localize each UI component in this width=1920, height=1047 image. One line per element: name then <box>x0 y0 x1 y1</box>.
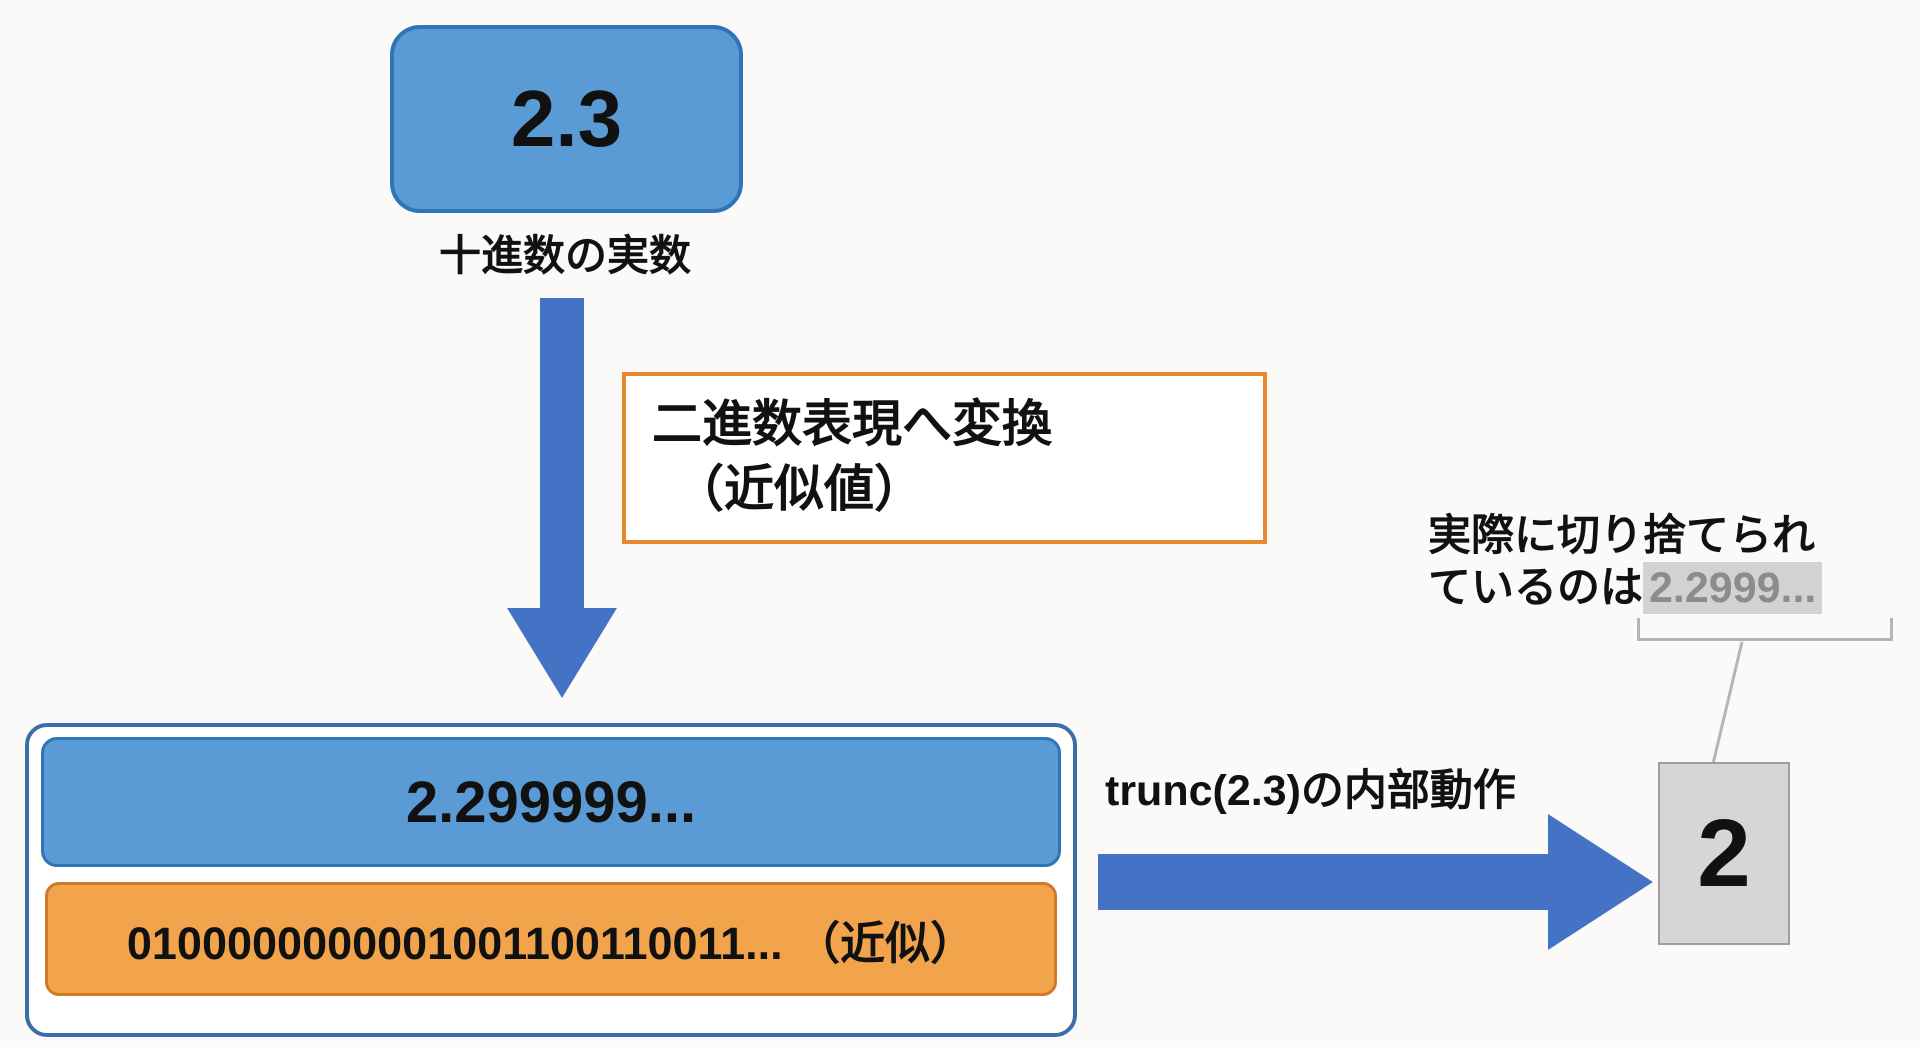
annotation-line1: 実際に切り捨てられ <box>1428 512 1815 560</box>
down-arrow-icon <box>507 298 617 698</box>
bracket-shape <box>1637 618 1893 641</box>
right-arrow-icon <box>1098 814 1653 950</box>
decimal-number-label: 十進数の実数 <box>438 232 691 279</box>
binary-bits-bar: 0100000000001001100110011... （近似） <box>45 882 1057 996</box>
approx-decimal-value: 2.299999... <box>405 769 697 835</box>
truncated-result-box: 2 <box>1658 762 1790 945</box>
approx-decimal-bar: 2.299999... <box>41 737 1061 867</box>
binary-bits-value: 0100000000001001100110011... （近似） <box>126 917 976 969</box>
trunc-operation-label: trunc(2.3)の内部動作 <box>1105 767 1516 815</box>
decimal-number-value: 2.3 <box>510 74 623 163</box>
annotation-line2-prefix: ているのは <box>1428 564 1643 613</box>
annotation-highlight-value: 2.2999... <box>1643 562 1823 615</box>
truncated-result-value: 2 <box>1697 799 1751 907</box>
convert-note-line2: （近似値） <box>674 461 924 517</box>
decimal-number-box: 2.3 <box>390 25 743 213</box>
callout-connector-line <box>1710 641 1744 769</box>
binary-representation-group: 2.299999... 0100000000001001100110011...… <box>25 723 1077 1037</box>
convert-note-box: 二進数表現へ変換 （近似値） <box>622 372 1267 544</box>
convert-note-line1: 二進数表現へ変換 <box>652 396 1052 452</box>
